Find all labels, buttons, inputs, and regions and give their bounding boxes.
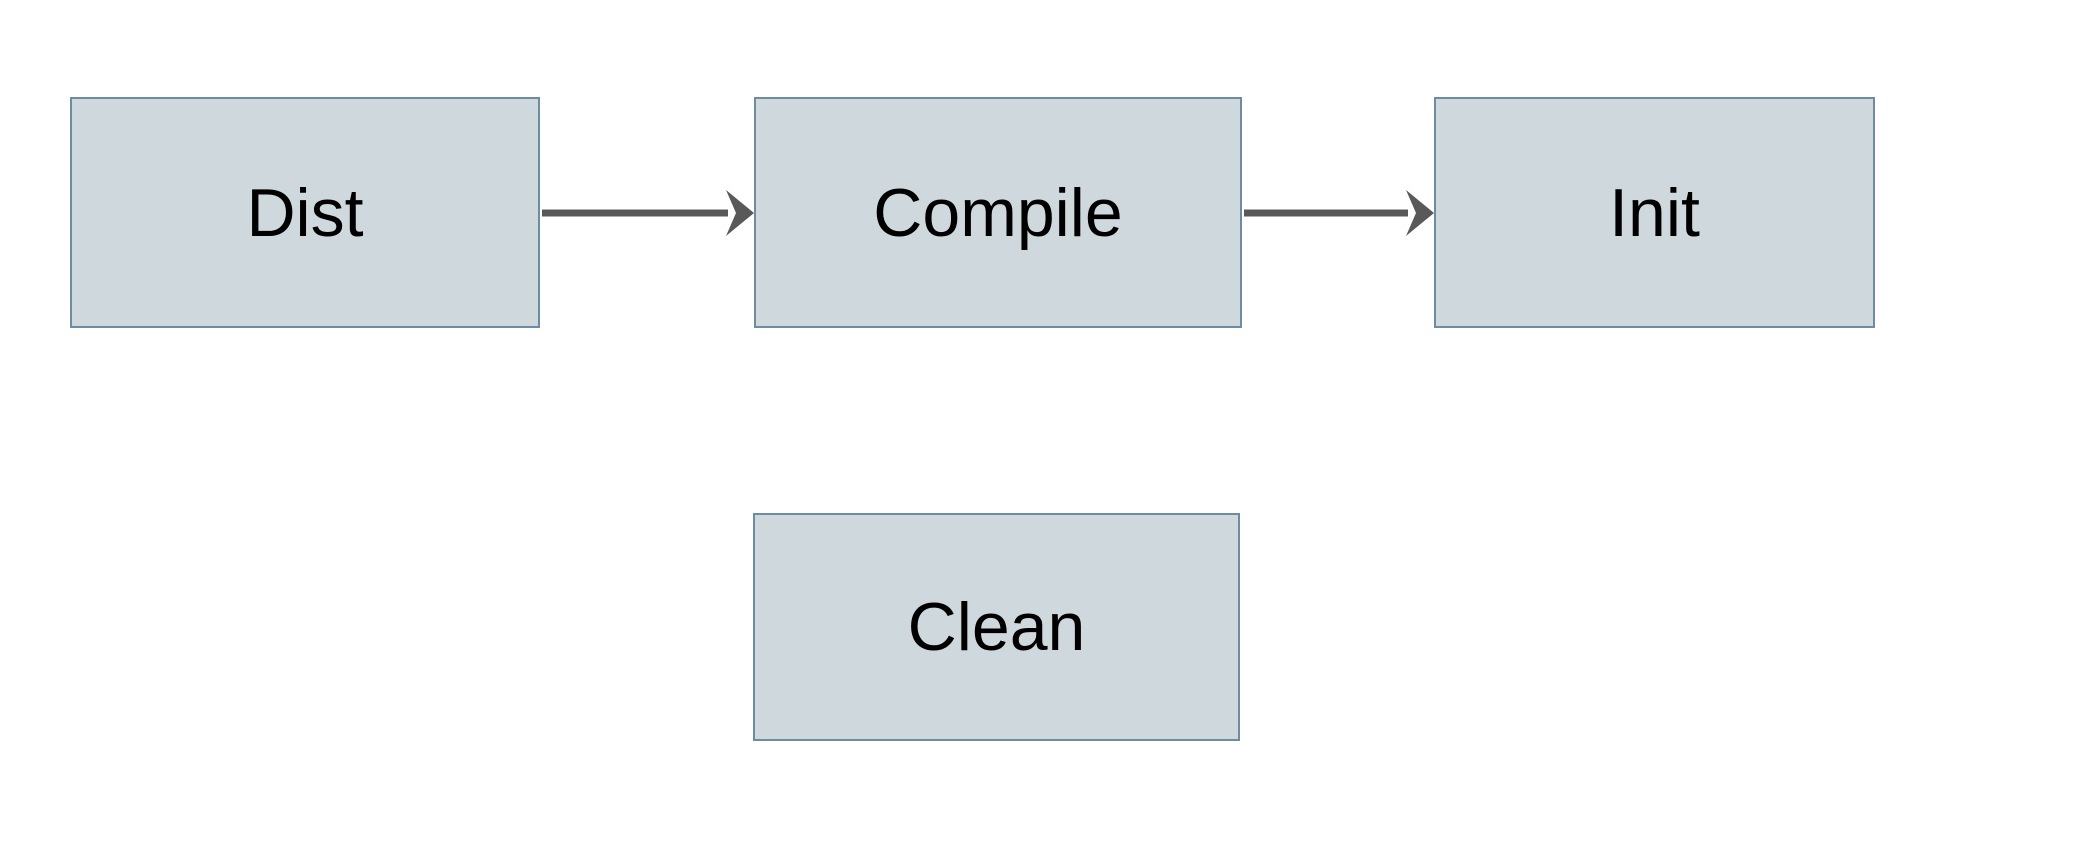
- edge-compile-to-init: [1244, 190, 1434, 236]
- node-compile-label: Compile: [873, 174, 1123, 251]
- node-compile[interactable]: Compile: [754, 97, 1242, 328]
- edge-dist-to-compile: [542, 190, 754, 236]
- node-init[interactable]: Init: [1434, 97, 1875, 328]
- node-clean[interactable]: Clean: [753, 513, 1240, 741]
- node-dist[interactable]: Dist: [70, 97, 540, 328]
- node-init-label: Init: [1609, 174, 1700, 251]
- node-clean-label: Clean: [907, 589, 1086, 665]
- node-dist-label: Dist: [246, 174, 364, 251]
